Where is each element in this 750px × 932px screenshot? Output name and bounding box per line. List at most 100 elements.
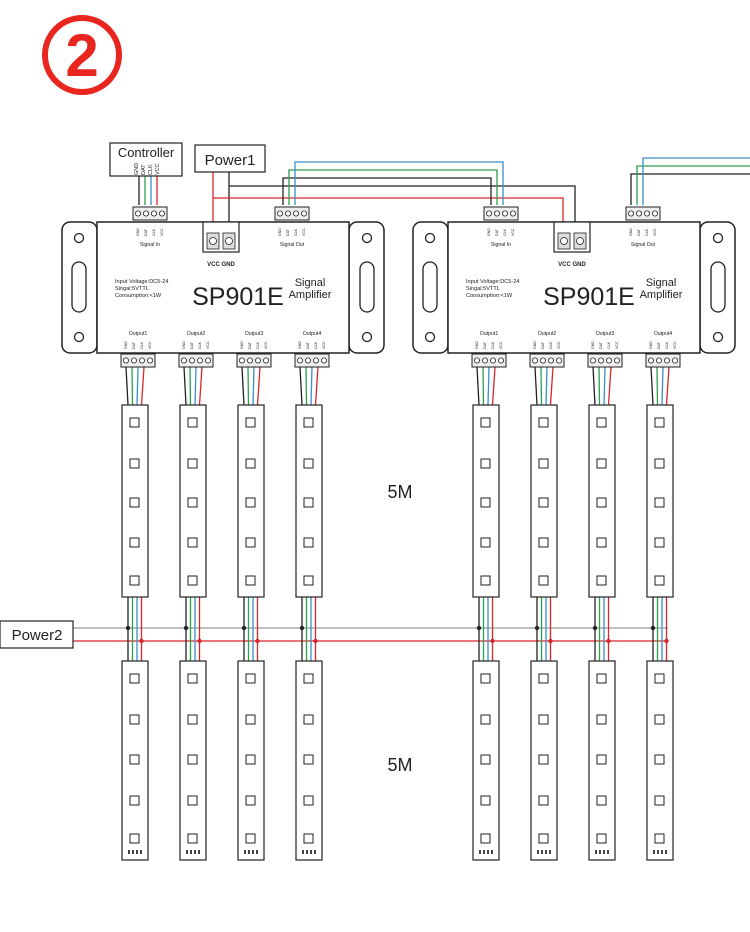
bus-junction-gnd: [650, 625, 656, 631]
screw-hole: [424, 331, 436, 343]
strip-bottom-1: [121, 660, 149, 861]
signal-in-label: Signal In: [140, 242, 160, 248]
output-pin-label: GND: [475, 341, 479, 349]
port-pin: [254, 357, 261, 364]
led: [187, 497, 198, 508]
strip-end-pin: [491, 850, 493, 854]
led: [480, 673, 491, 684]
bus-junction-vcc: [490, 638, 495, 644]
output-pin-label: VCC: [615, 341, 619, 349]
led: [303, 833, 314, 844]
output-port: [529, 353, 565, 368]
output-pin-label: CLK: [256, 341, 260, 349]
spec-line: Consumption:<1W: [115, 293, 162, 299]
port-pin: [134, 210, 141, 217]
strip-end-pin: [132, 850, 134, 854]
led: [538, 575, 549, 586]
controller-pin-gnd: GND: [134, 163, 140, 175]
strip-top-7: [588, 404, 616, 598]
port-pin-label: VCC: [653, 228, 657, 236]
output-port: [236, 353, 272, 368]
led: [303, 754, 314, 765]
power2-label: Power2: [12, 627, 63, 644]
port-pin: [485, 210, 492, 217]
port-pin: [614, 357, 621, 364]
strip-end-pin: [483, 850, 485, 854]
spec-line: Singal:5VTTL: [466, 286, 500, 292]
led: [480, 537, 491, 548]
port-pin: [142, 210, 149, 217]
signal-in-label: Signal In: [491, 242, 511, 248]
output-pin-label: GND: [240, 341, 244, 349]
signal-in-port: [483, 206, 519, 221]
controller-label: Controller: [118, 145, 175, 160]
led: [245, 754, 256, 765]
led: [480, 497, 491, 508]
led: [245, 575, 256, 586]
led: [480, 458, 491, 469]
port-pin: [556, 357, 563, 364]
output-wire: [314, 366, 319, 406]
signal-chain-dat: [288, 169, 498, 205]
screw-hole: [361, 331, 373, 343]
output-wire: [189, 366, 192, 406]
port-pin-label: DAT: [286, 228, 290, 236]
power-terminal-label: VCC GND: [207, 262, 235, 268]
port-pin: [501, 210, 508, 217]
strip-end-pin: [128, 850, 130, 854]
port-pin: [540, 357, 547, 364]
led: [538, 673, 549, 684]
output-label-4: Output4: [303, 331, 322, 337]
power-terminal-label: VCC GND: [558, 262, 586, 268]
strip-end-pin: [306, 850, 308, 854]
output-pin-label: CLK: [607, 341, 611, 349]
output-pin-label: VCC: [206, 341, 210, 349]
strip-end-pin: [314, 850, 316, 854]
strip-end-pin: [549, 850, 551, 854]
led: [596, 458, 607, 469]
bus-junction-gnd: [241, 625, 247, 631]
port-pin-label: CLK: [152, 228, 156, 236]
power1-block: Power1: [194, 144, 266, 173]
output-pin-label: VCC: [322, 341, 326, 349]
strip-body: [530, 660, 558, 861]
output-wire: [136, 366, 139, 406]
port-pin: [204, 357, 211, 364]
strip-end-pin: [136, 850, 138, 854]
mount-slot-left: [422, 261, 438, 313]
terminal-screw-head: [576, 237, 584, 245]
port-pin: [532, 357, 539, 364]
led: [596, 537, 607, 548]
led: [303, 795, 314, 806]
output-wire: [487, 366, 490, 406]
port-pin: [664, 357, 671, 364]
led: [538, 417, 549, 428]
port-pin: [123, 357, 130, 364]
led: [245, 417, 256, 428]
terminal-screw-head: [225, 237, 233, 245]
led: [129, 497, 140, 508]
led: [538, 497, 549, 508]
strip-top-4: [295, 404, 323, 598]
power1-to-amp2-vcc: [213, 197, 564, 228]
signal-out-port: [274, 206, 310, 221]
strip-top-8: [646, 404, 674, 598]
led: [654, 497, 665, 508]
port-pin-label: DAT: [495, 228, 499, 236]
output-port: [120, 353, 156, 368]
output-wire: [598, 366, 601, 406]
led: [654, 833, 665, 844]
port-pin: [296, 357, 303, 364]
led: [129, 575, 140, 586]
output-wire: [540, 366, 543, 406]
strip-end-pin: [545, 850, 547, 854]
output-port: [471, 353, 507, 368]
screw-hole: [361, 232, 373, 244]
screw-hole: [424, 232, 436, 244]
bus-junction-vcc: [255, 638, 260, 644]
spec-line: Consumption:<1W: [466, 293, 513, 299]
controller-pin-dat: DAT: [141, 164, 147, 175]
strip-bottom-4: [295, 660, 323, 861]
